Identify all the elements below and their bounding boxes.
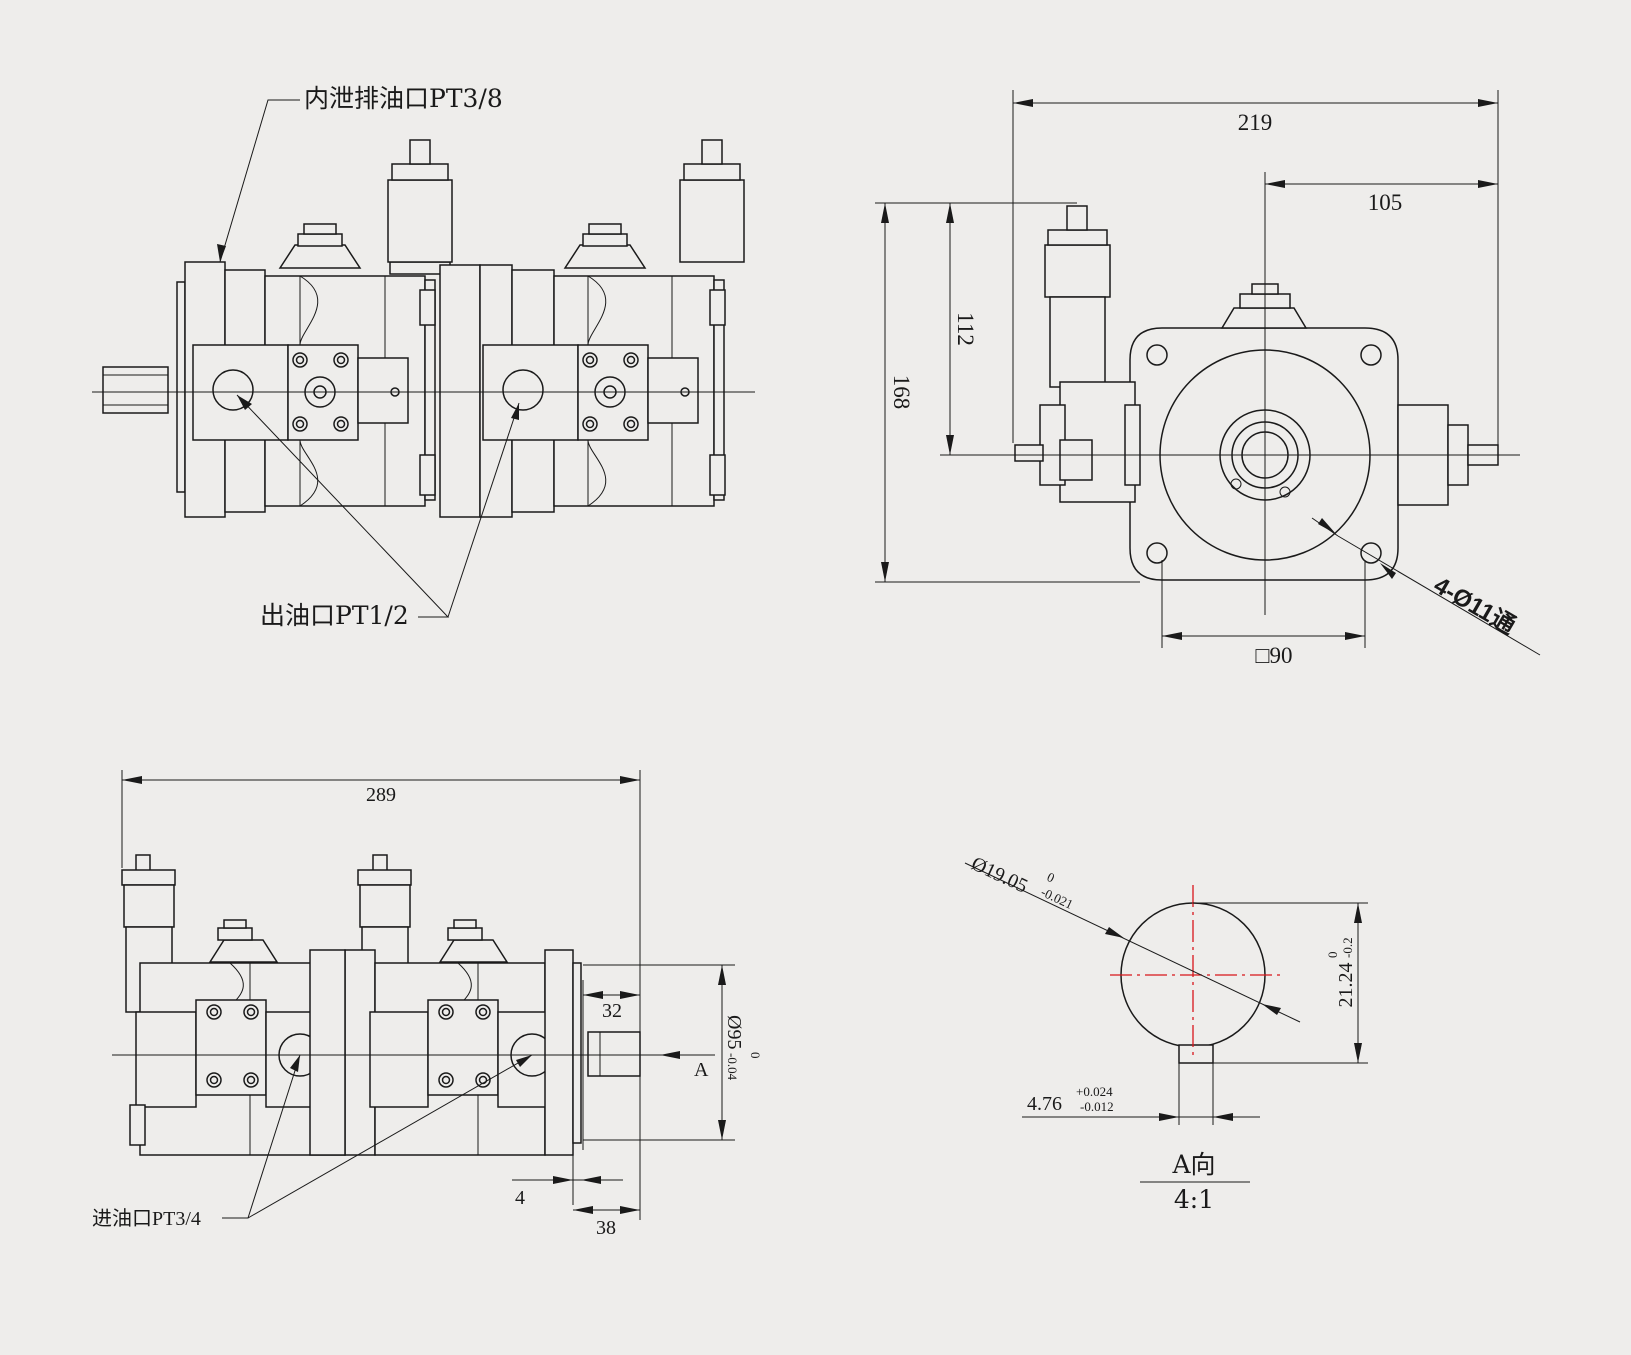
dim-289: 289 — [366, 784, 396, 806]
dim-pilot-tol-upper: 0 — [748, 1052, 763, 1059]
dim-38: 38 — [596, 1217, 616, 1239]
dim-219: 219 — [1238, 110, 1273, 135]
key-width: 4.76 — [1027, 1093, 1062, 1115]
drain-port-label: 内泄排油口PT3/8 — [304, 84, 503, 113]
dim-holes: 4-Ø11通 — [1429, 572, 1520, 640]
inlet-port-label: 进油口PT3/4 — [92, 1207, 201, 1230]
dim-32: 32 — [602, 1000, 622, 1022]
dim-105: 105 — [1368, 190, 1403, 215]
key-width-tol-upper: +0.024 — [1076, 1084, 1113, 1099]
view-arrow-a: A — [694, 1059, 709, 1081]
dim-112: 112 — [953, 312, 978, 346]
detail-view-a: Ø19.05 0 -0.021 21.24 0 -0.2 4.76 +0.024… — [964, 853, 1368, 1214]
dim-square-90: □90 — [1256, 643, 1293, 668]
dim-168: 168 — [889, 375, 914, 410]
shaft-tol-upper: 0 — [1045, 869, 1057, 885]
dim-pilot-diameter: Ø95 — [723, 1015, 745, 1049]
shaft-diameter: Ø19.05 — [968, 853, 1031, 898]
key-height-tol-upper: 0 — [1325, 952, 1340, 959]
detail-scale: 4:1 — [1174, 1185, 1214, 1214]
key-height-tol-lower: -0.2 — [1340, 937, 1355, 958]
side-view: 219 105 168 112 □90 4-Ø11通 — [875, 90, 1541, 668]
front-view: 内泄排油口PT3/8 出油口PT1/2 — [92, 84, 755, 630]
detail-title: A向 — [1171, 1150, 1215, 1179]
outlet-port-label: 出油口PT1/2 — [260, 601, 409, 630]
key-height: 21.24 — [1335, 963, 1357, 1008]
bottom-view: 289 32 A Ø95 0 -0.04 4 38 — [92, 770, 763, 1239]
dim-pilot-tol-lower: -0.04 — [725, 1053, 740, 1081]
dim-4: 4 — [515, 1187, 525, 1209]
key-width-tol-lower: -0.012 — [1080, 1099, 1114, 1114]
shaft-tol-lower: -0.021 — [1039, 884, 1076, 912]
